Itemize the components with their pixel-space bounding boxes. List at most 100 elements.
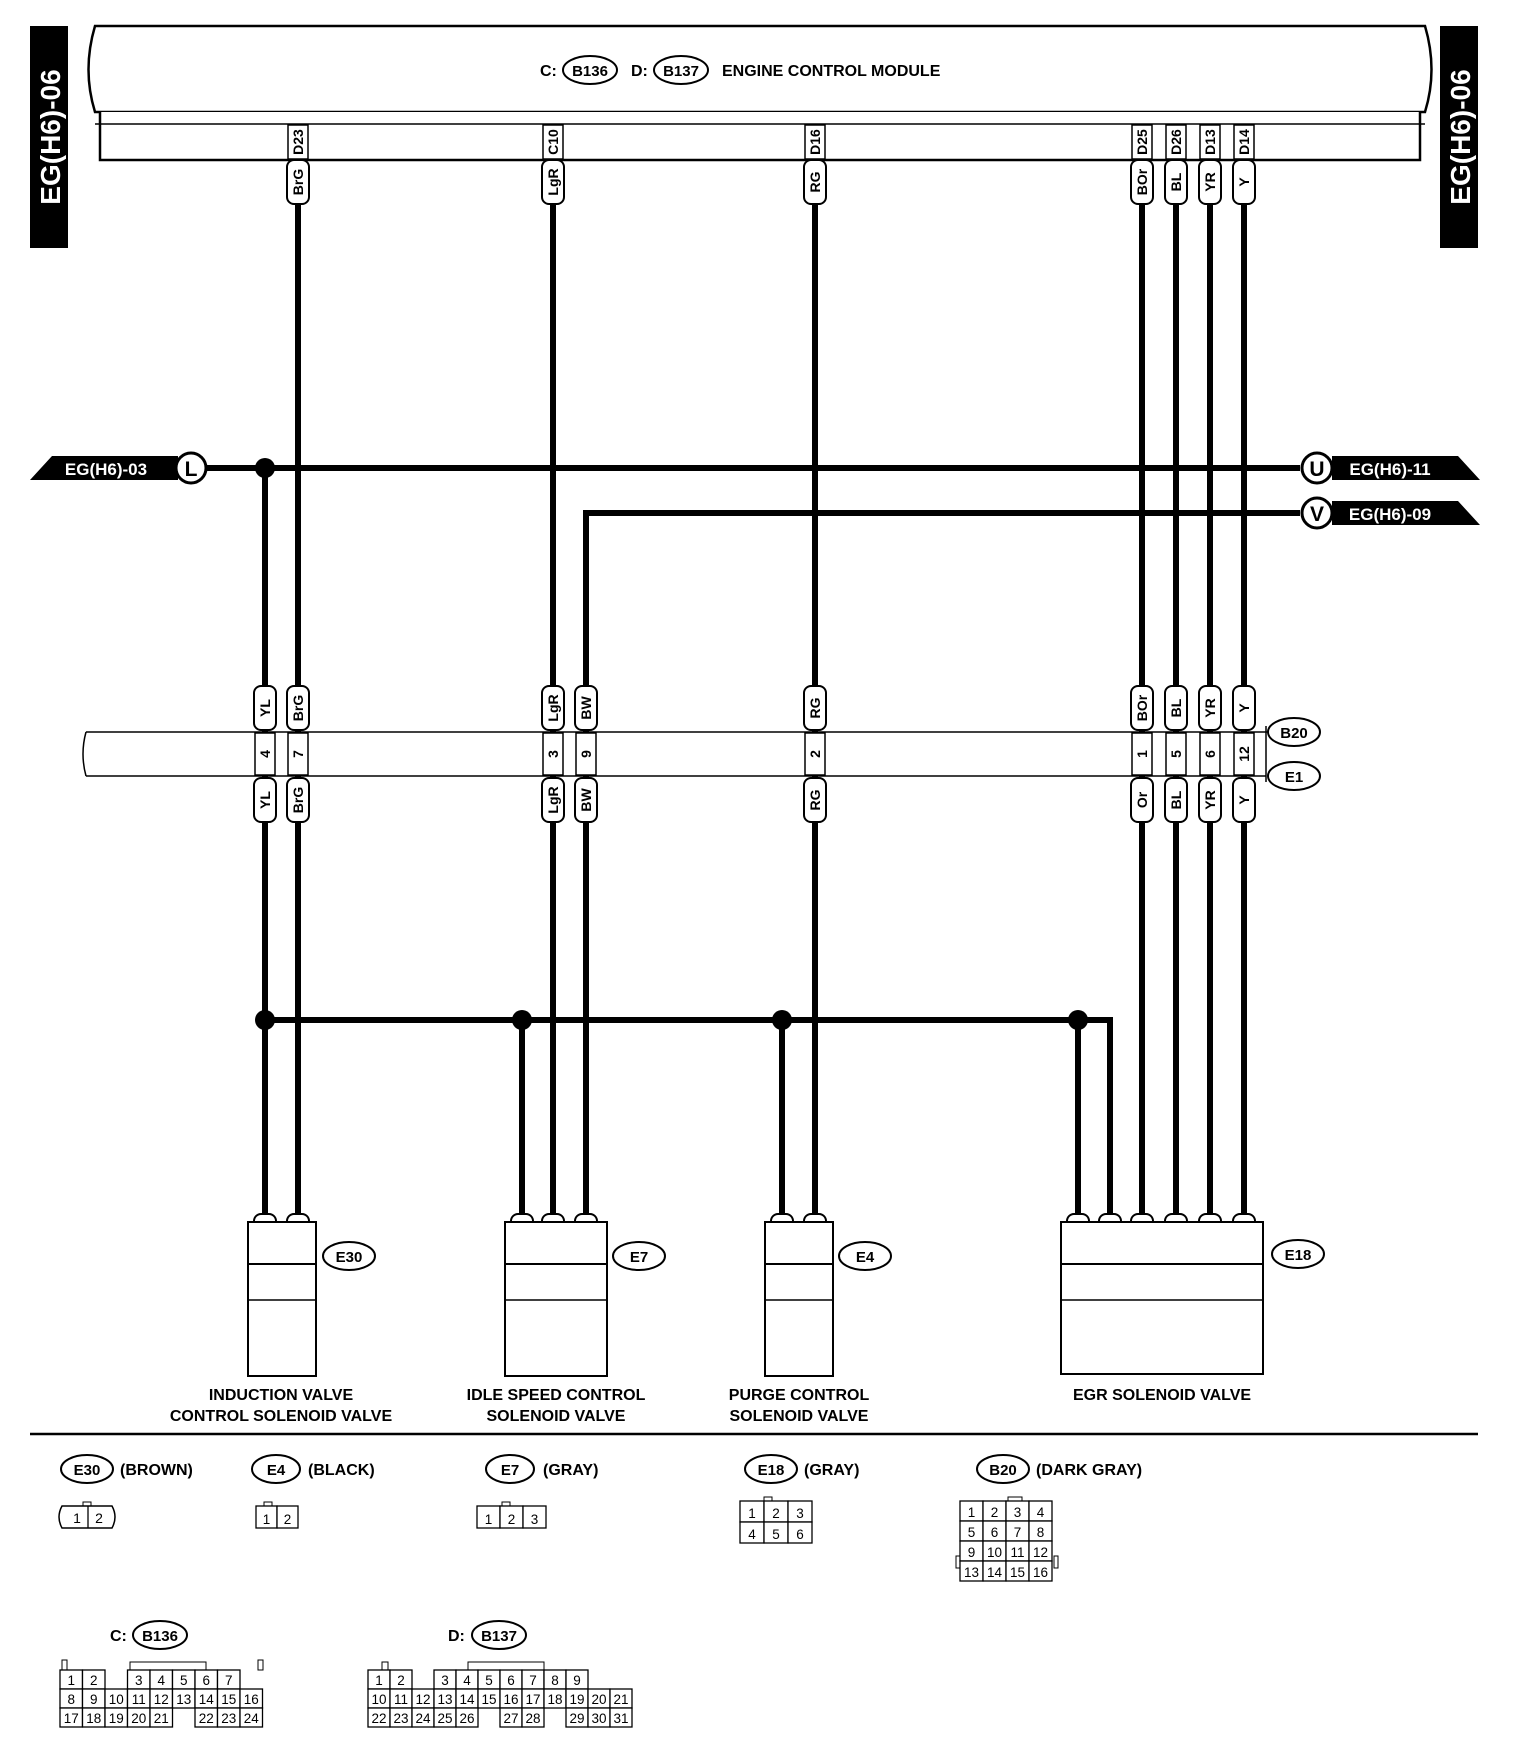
ecm-d-code: B137 (663, 63, 699, 80)
legend-pin-cell: 11 (1005, 1540, 1030, 1562)
component-name-line1: PURGE CONTROL (729, 1387, 870, 1404)
svg-text:7: 7 (1014, 1525, 1022, 1540)
svg-text:B137: B137 (481, 1628, 517, 1645)
svg-text:YR: YR (1202, 698, 1218, 717)
component-bodies (247, 1221, 1264, 1377)
b20-pin: 3 (542, 732, 564, 776)
svg-text:22: 22 (199, 1711, 214, 1726)
legend-pin-cell: 6 (499, 1669, 523, 1690)
svg-text:BrG: BrG (290, 169, 306, 196)
svg-text:E30: E30 (336, 1249, 363, 1266)
legend-pin-cell: 19 (104, 1707, 129, 1728)
legend-pin-cell: 5 (477, 1669, 501, 1690)
svg-text:6: 6 (202, 1673, 210, 1688)
legend-pin-cell: 15 (216, 1688, 241, 1709)
e1-wire-color: BW (574, 777, 598, 823)
legend-pin-cell: 16 (239, 1688, 264, 1709)
svg-text:25: 25 (437, 1711, 452, 1726)
legend-pin-cell: 17 (59, 1707, 84, 1728)
svg-text:B20: B20 (989, 1462, 1017, 1479)
legend-pin-cell: 9 (81, 1688, 106, 1709)
e1-wire-color: RG (803, 777, 827, 823)
svg-text:C10: C10 (545, 129, 561, 155)
svg-text:6: 6 (796, 1527, 804, 1542)
ecm-pin-c10: C10 (542, 124, 564, 160)
component-name-line2: SOLENOID VALVE (730, 1408, 869, 1425)
harness-connector-band: B20 E1 (82, 717, 1321, 791)
svg-text:BOr: BOr (1134, 168, 1150, 195)
svg-text:4: 4 (1037, 1505, 1045, 1520)
svg-text:LgR: LgR (545, 786, 561, 813)
svg-text:9: 9 (968, 1545, 976, 1560)
svg-text:E4: E4 (267, 1462, 286, 1479)
b20-label: B20 (1280, 725, 1308, 742)
svg-text:21: 21 (613, 1692, 628, 1707)
b20-pin: 6 (1199, 732, 1221, 776)
ecm-wire-color-d13: YR (1198, 159, 1222, 205)
legend-pin-cell: 23 (389, 1707, 413, 1728)
svg-text:YL: YL (257, 791, 273, 809)
legend-pin-cell: 26 (455, 1707, 479, 1728)
b20-pin: 12 (1233, 732, 1255, 776)
svg-text:D26: D26 (1168, 129, 1184, 155)
legend-pin-cell: 2 (81, 1669, 106, 1690)
svg-text:23: 23 (221, 1711, 236, 1726)
svg-text:E4: E4 (856, 1249, 875, 1266)
svg-text:Y: Y (1236, 177, 1252, 187)
svg-text:10: 10 (109, 1692, 124, 1707)
legend-pin-cell: 5 (959, 1520, 984, 1542)
svg-text:5: 5 (1168, 750, 1184, 758)
ref-arrow-left-L[interactable]: EG(H6)-03 L (30, 451, 208, 485)
svg-text:EG(H6)-06: EG(H6)-06 (1445, 69, 1476, 204)
svg-text:6: 6 (991, 1525, 999, 1540)
legend-pin-cell: 1 (739, 1500, 765, 1523)
legend-pin-cell: 1 (476, 1505, 501, 1529)
legend-pin-cell: 1 (255, 1505, 278, 1529)
connector-face-outlines (58, 1496, 1059, 1671)
b20-pin: 4 (254, 732, 276, 776)
svg-text:14: 14 (987, 1565, 1003, 1580)
legend-pin-cell: 11 (126, 1688, 151, 1709)
svg-text:1: 1 (968, 1505, 976, 1520)
svg-text:BL: BL (1168, 790, 1184, 809)
legend-pin-cell: 29 (565, 1707, 589, 1728)
ref-arrow-right-U[interactable]: U EG(H6)-11 (1300, 451, 1480, 485)
svg-text:BW: BW (578, 696, 594, 720)
ecm-pin-d13: D13 (1199, 124, 1221, 160)
e1-wire-color: YL (253, 777, 277, 823)
component-code-e7: E7 (612, 1241, 666, 1271)
side-tag-right[interactable]: EG(H6)-06 (1440, 26, 1478, 248)
ref-arrow-right-V[interactable]: V EG(H6)-09 (1300, 496, 1480, 530)
svg-text:18: 18 (547, 1692, 562, 1707)
svg-text:11: 11 (394, 1692, 408, 1707)
svg-text:12: 12 (1033, 1545, 1048, 1560)
svg-text:RG: RG (807, 697, 823, 718)
svg-text:3: 3 (441, 1673, 449, 1688)
svg-text:(DARK GRAY): (DARK GRAY) (1036, 1462, 1142, 1479)
component-name-line1: IDLE SPEED CONTROL (467, 1387, 646, 1404)
ecm-c-code: B136 (572, 63, 608, 80)
svg-text:5: 5 (180, 1673, 188, 1688)
svg-text:1: 1 (748, 1506, 756, 1521)
svg-text:1: 1 (1134, 750, 1150, 758)
legend-pin-cell: 19 (565, 1688, 589, 1709)
ecm-pin-d25: D25 (1131, 124, 1153, 160)
svg-text:2: 2 (90, 1673, 98, 1688)
legend-pin-cell: 22 (367, 1707, 391, 1728)
svg-text:23: 23 (393, 1711, 408, 1726)
side-tag-left[interactable]: EG(H6)-06 (30, 26, 68, 248)
svg-text:E18: E18 (758, 1462, 785, 1479)
b20-wire-color: RG (803, 685, 827, 731)
legend-pin-cell: 20 (126, 1707, 151, 1728)
e1-wire-color: Or (1130, 777, 1154, 823)
svg-text:12: 12 (415, 1692, 430, 1707)
legend-pin-cell: 7 (1005, 1520, 1030, 1542)
ecm-wire-color-d14: Y (1232, 159, 1256, 205)
svg-text:16: 16 (244, 1692, 259, 1707)
svg-text:BrG: BrG (290, 695, 306, 722)
legend-headers: E30 (BROWN) E4 (BLACK) E7 (GRAY) E18 (GR… (60, 1454, 1142, 1650)
svg-text:12: 12 (1236, 746, 1252, 762)
legend-pin-cell: 24 (411, 1707, 435, 1728)
ecm-title: ENGINE CONTROL MODULE (722, 63, 941, 80)
